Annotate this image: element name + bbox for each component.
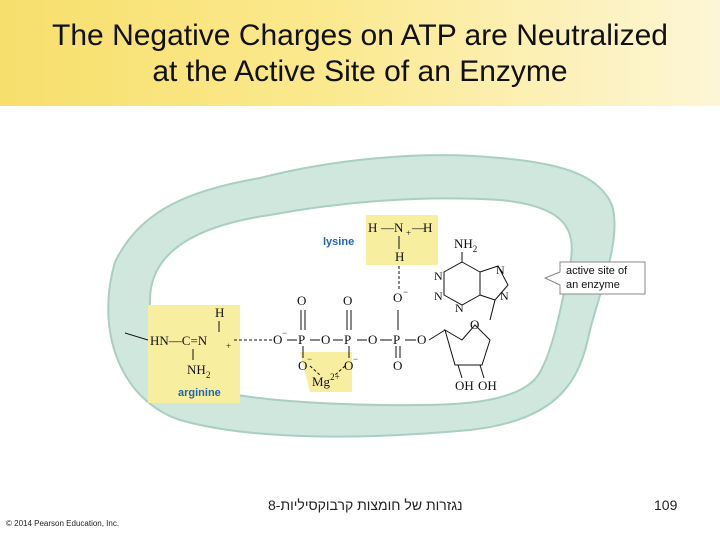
svg-text:P: P bbox=[344, 332, 351, 347]
svg-text:O: O bbox=[321, 332, 330, 347]
copyright-notice: © 2014 Pearson Education, Inc. bbox=[6, 519, 120, 528]
svg-text:O: O bbox=[297, 293, 306, 308]
svg-text:—: — bbox=[411, 220, 426, 235]
svg-text:H: H bbox=[368, 220, 377, 235]
page-number: 109 bbox=[654, 497, 678, 513]
title-line-2: at the Active Site of an Enzyme bbox=[152, 55, 568, 88]
svg-text:O: O bbox=[298, 358, 307, 373]
svg-text:HN—C=N: HN—C=N bbox=[150, 333, 208, 348]
svg-text:N: N bbox=[394, 220, 404, 235]
slide-title: The Negative Charges on ATP are Neutrali… bbox=[0, 18, 720, 90]
svg-text:H: H bbox=[215, 305, 224, 320]
arginine-highlight bbox=[148, 305, 240, 403]
svg-text:2: 2 bbox=[206, 370, 211, 380]
triphosphate-chain: O− P O O− O P O O− O P O− O O bbox=[273, 287, 446, 376]
svg-text:P: P bbox=[298, 332, 305, 347]
lysine-highlight bbox=[366, 215, 438, 265]
callout-line-1: active site of bbox=[566, 265, 628, 277]
title-bar bbox=[0, 0, 720, 106]
svg-text:O: O bbox=[273, 332, 282, 347]
svg-text:O: O bbox=[393, 358, 402, 373]
svg-text:NH: NH bbox=[187, 362, 206, 377]
svg-text:N: N bbox=[434, 289, 443, 303]
title-line-1: The Negative Charges on ATP are Neutrali… bbox=[52, 19, 668, 52]
svg-text:H: H bbox=[423, 220, 432, 235]
svg-text:+: + bbox=[406, 228, 411, 238]
mg-ion-label: Mg2+ bbox=[312, 372, 340, 389]
svg-text:N: N bbox=[500, 289, 509, 303]
svg-text:H: H bbox=[395, 249, 404, 264]
ribose-ring bbox=[444, 324, 491, 366]
mg-charge: 2+ bbox=[330, 372, 340, 382]
svg-text:P: P bbox=[393, 332, 400, 347]
svg-text:N: N bbox=[434, 269, 443, 283]
footer-hebrew-text: נגזרות של חומצות קרבוקסיליות-8 bbox=[268, 497, 463, 513]
active-site-callout bbox=[543, 261, 646, 295]
lysine-label: lysine bbox=[323, 236, 354, 248]
adenine-ring bbox=[443, 252, 509, 321]
svg-text:+: + bbox=[226, 341, 231, 351]
svg-text:−: − bbox=[307, 354, 312, 364]
svg-text:N: N bbox=[496, 263, 505, 277]
svg-text:−: − bbox=[282, 328, 287, 338]
svg-text:N: N bbox=[455, 301, 464, 315]
lysine-group: H—N +—H H bbox=[368, 220, 432, 290]
adenine-amine-label: NH2 bbox=[454, 236, 477, 254]
svg-text:O: O bbox=[417, 332, 426, 347]
mg-highlight bbox=[300, 352, 352, 392]
svg-text:−: − bbox=[403, 287, 408, 297]
svg-text:O: O bbox=[343, 293, 352, 308]
arginine-label: arginine bbox=[178, 387, 221, 399]
svg-text:O: O bbox=[470, 317, 479, 332]
svg-text:—: — bbox=[380, 220, 395, 235]
hydroxyl-label-1: OH bbox=[455, 378, 474, 393]
svg-text:−: − bbox=[353, 354, 358, 364]
svg-text:O: O bbox=[393, 290, 402, 305]
svg-text:O: O bbox=[368, 332, 377, 347]
callout-line-2: an enzyme bbox=[566, 279, 620, 291]
hydroxyl-label-2: OH bbox=[478, 378, 497, 393]
svg-text:O: O bbox=[344, 358, 353, 373]
